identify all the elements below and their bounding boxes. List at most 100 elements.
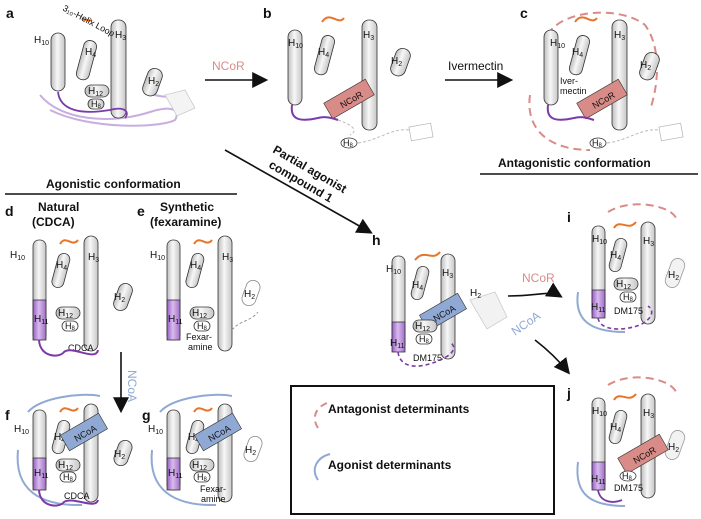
h11-label: H11 [34, 468, 49, 480]
h3-label: H3 [88, 252, 99, 264]
agonist-arc-bottom [16, 449, 83, 507]
h4-label: H4 [610, 422, 621, 434]
dm175-label: DM175 [413, 353, 442, 363]
h2-helix [639, 52, 660, 81]
h3-helix [640, 221, 656, 325]
dm175-label: DM175 [614, 306, 643, 316]
h2-helix [241, 279, 261, 307]
orange-loop [193, 407, 213, 413]
h11-helix [166, 299, 181, 341]
h4-helix [568, 35, 590, 76]
h12-label: H12 [58, 308, 73, 320]
orange-loop [613, 393, 637, 401]
faded-helix [164, 89, 196, 117]
cdca-label: CDCA [64, 491, 90, 501]
orange-loop [613, 221, 637, 229]
h12-helix [613, 277, 639, 291]
panel-letter-c: c [520, 5, 528, 21]
h4-helix [608, 237, 628, 273]
h12-label: H12 [192, 308, 207, 320]
h8-helix [59, 471, 77, 483]
antagonist-arc-top [547, 11, 658, 111]
h8-label: H8 [343, 138, 354, 149]
h8-helix [589, 137, 607, 149]
orange-loop [414, 251, 441, 261]
fexaramine-label-1: Fexar- [186, 332, 212, 342]
purple-loop [290, 104, 339, 121]
h12-label: H12 [192, 460, 207, 472]
h2-helix [113, 283, 133, 311]
h10-label: H10 [550, 38, 565, 50]
h10-helix [543, 29, 559, 106]
orange-loop [574, 16, 598, 23]
disordered-loop [337, 119, 355, 136]
h8-label: H8 [91, 99, 102, 110]
ncor-box [323, 78, 375, 120]
disordered-loop-2 [357, 129, 411, 144]
faded-h12 [408, 122, 434, 142]
antagonistic-heading: Antagonistic conformation [498, 156, 651, 170]
h8-label: H8 [197, 321, 208, 332]
h8-helix [619, 291, 637, 303]
synthetic-line1: Synthetic [160, 200, 214, 214]
agonist-arc-bottom [576, 291, 626, 333]
antagonist-arc-top [607, 203, 677, 219]
panel-b: b H10 H3 H4 H2 NCoR H8 [263, 5, 434, 149]
h12-helix [55, 306, 81, 320]
disordered-loop [231, 311, 259, 331]
h8-helix [61, 320, 79, 332]
panel-h: h H10 H11 H3 H4 H2 NCoA H12 H8 DM175 [372, 232, 508, 367]
ncoa-box [60, 412, 108, 452]
h2-helix [664, 430, 686, 460]
panel-letter-j: j [566, 385, 571, 401]
h12-label: H12 [88, 86, 103, 98]
arrow-ncoa-df-label: NCoA [125, 370, 139, 402]
h8-helix [87, 98, 105, 110]
agonist-arc-top [159, 393, 233, 413]
panel-letter-a: a [6, 5, 14, 21]
h10-label: H10 [14, 424, 29, 436]
h11-label: H11 [168, 314, 183, 326]
fexaramine-label-2: amine [188, 342, 213, 352]
h3-helix [361, 19, 378, 131]
ncor-box [617, 433, 669, 475]
orange-loop [321, 16, 345, 23]
h3-label: H3 [442, 268, 453, 280]
arrow-ncor-label: NCoR [212, 59, 245, 73]
legend-box [290, 385, 555, 515]
h10-label: H10 [150, 250, 165, 262]
h2-helix [390, 48, 411, 77]
legend-antagonist-label: Antagonist determinants [328, 402, 470, 416]
h3-helix [611, 19, 628, 131]
h4-helix [313, 35, 335, 76]
h10-label: H10 [34, 35, 49, 47]
ivermectin-label-1: Iver- [560, 76, 578, 86]
arrow-ncoa-hj [534, 339, 570, 375]
h8-label: H8 [622, 471, 633, 482]
h3-label: H3 [115, 30, 126, 42]
panel-d: d Natural (CDCA) H10 H11 H3 H4 H2 H12 H8… [5, 200, 133, 357]
h10-label: H10 [386, 264, 401, 276]
h4-label: H4 [190, 260, 201, 272]
h8-helix [193, 471, 211, 483]
h4-label: H4 [572, 47, 583, 59]
legend-antagonist-swatch [313, 401, 331, 429]
panel-j: j H10 H11 H3 H4 H2 NCoR H8 DM175 [566, 376, 686, 507]
h10-helix [287, 29, 303, 106]
orange-loop [193, 239, 213, 245]
h2-label: H2 [668, 270, 679, 282]
h4-helix [608, 409, 628, 445]
fexaramine-label-2: amine [201, 494, 226, 504]
panel-e: e Synthetic (fexaramine) H10 H11 H3 H4 H… [137, 200, 261, 352]
h2-label: H2 [470, 288, 481, 300]
h4-helix [185, 252, 205, 288]
natural-line1: Natural [38, 200, 79, 214]
panel-letter-i: i [567, 209, 571, 225]
ncoa-box [194, 412, 242, 452]
panel-g: g H10 H11 H3 H4 H2 NCoA H12 H8 Fexar- am… [142, 393, 263, 507]
h3-label: H3 [643, 408, 654, 420]
h8-label: H8 [592, 138, 603, 149]
purple-loop [546, 104, 595, 121]
h8-label: H8 [623, 292, 634, 303]
